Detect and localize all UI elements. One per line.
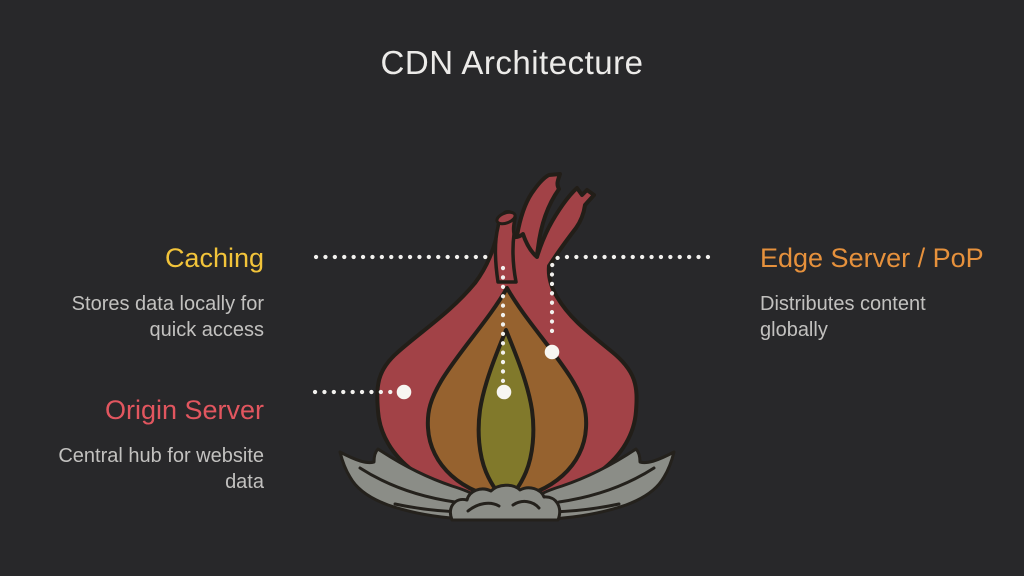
edge-endpoint-dot xyxy=(544,344,560,360)
origin-server-description-line2: data xyxy=(225,470,264,493)
edge-server-description-line1: Distributes content xyxy=(760,293,926,315)
mound-swirl xyxy=(511,499,541,510)
connector-endpoints xyxy=(396,344,560,400)
origin-server-description-line1: Central hub for website xyxy=(58,445,264,467)
caching-endpoint-dot xyxy=(496,384,512,400)
stem-cut-face xyxy=(495,210,517,226)
caching-label: Caching xyxy=(164,243,264,273)
caching-description: Stores data locally for quick access xyxy=(0,292,264,343)
edge-server-label: Edge Server / PoP xyxy=(760,243,984,273)
origin-server-label: Origin Server xyxy=(104,395,264,425)
connectors xyxy=(312,254,711,395)
origin-server-description: Central hub for website data xyxy=(0,444,264,495)
leaf-vein xyxy=(358,466,457,504)
annotation-edge-server: Edge Server / PoP Distributes content gl… xyxy=(760,243,1024,343)
root-mound xyxy=(449,483,562,522)
edge-server-description-line2: globally xyxy=(760,318,828,341)
leaf-vein xyxy=(557,466,656,504)
annotation-caching: Caching Stores data locally for quick ac… xyxy=(0,243,264,343)
caching-description-line1: Stores data locally for xyxy=(71,293,264,315)
edge-server-description: Distributes content globally xyxy=(760,292,1024,343)
onion-stem-front xyxy=(493,210,518,284)
annotation-origin-server: Origin Server Central hub for website da… xyxy=(0,395,264,495)
page-title: CDN Architecture xyxy=(380,44,644,81)
mound-swirl xyxy=(466,501,501,513)
caching-description-line2: quick access xyxy=(149,318,265,341)
leaf-right xyxy=(531,447,676,521)
origin-endpoint-dot xyxy=(396,384,412,400)
onion-leaves xyxy=(338,447,676,522)
